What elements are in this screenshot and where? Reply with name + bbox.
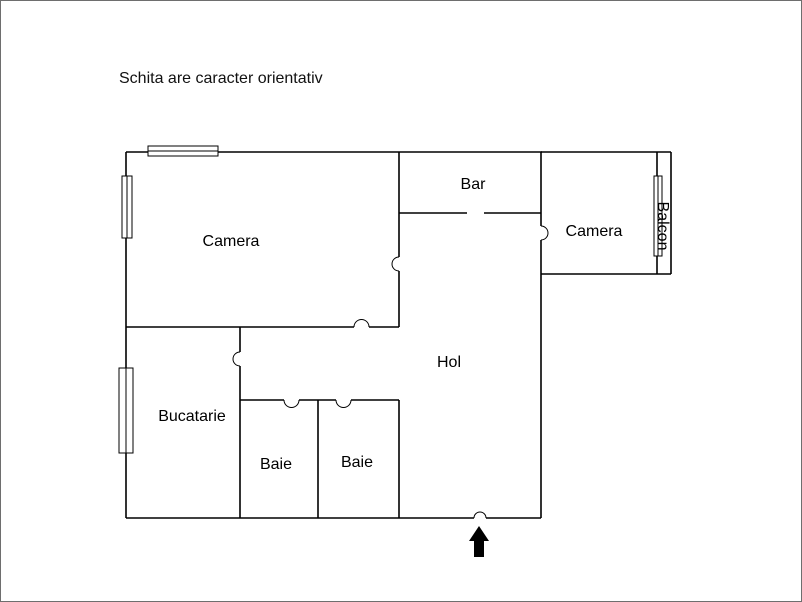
- interior-walls: [126, 152, 541, 518]
- room-label-baie-1: Baie: [260, 456, 292, 473]
- room-label-bucatarie: Bucatarie: [158, 408, 226, 425]
- room-label-hol: Hol: [437, 354, 461, 371]
- windows: [118, 145, 663, 454]
- right-room-walls: [541, 151, 672, 275]
- room-label-camera-left: Camera: [203, 233, 260, 250]
- entrance-arrow-icon: [469, 526, 489, 557]
- plan-note: Schita are caracter orientativ: [119, 70, 323, 87]
- room-label-balcon: Balcon: [654, 202, 671, 251]
- room-label-baie-2: Baie: [341, 454, 373, 471]
- door-swings: [232, 225, 549, 519]
- room-label-camera-right: Camera: [566, 223, 623, 240]
- outer-walls: [125, 151, 542, 519]
- room-label-bar: Bar: [461, 176, 487, 193]
